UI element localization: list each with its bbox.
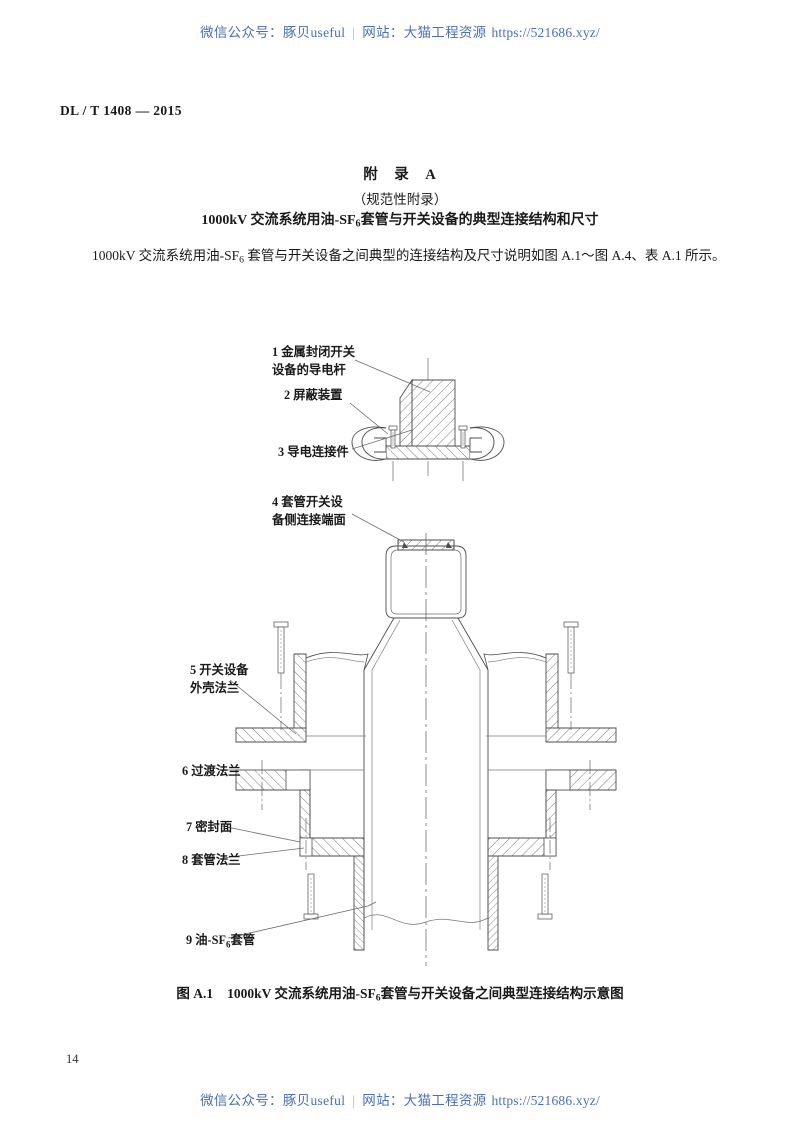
figure-callout-labels: 1 金属封闭开关 设备的导电杆 2 屏蔽装置 3 导电连接件 4 套管开关设 备… — [182, 344, 356, 950]
callout-4-line1: 4 套管开关设 — [272, 494, 343, 509]
annex-title: 1000kV 交流系统用油-SF6套管与开关设备的典型连接结构和尺寸 — [0, 209, 800, 230]
figure-a1: 1 金属封闭开关 设备的导电杆 2 屏蔽装置 3 导电连接件 4 套管开关设 备… — [0, 318, 800, 978]
bolt-upper-right — [563, 621, 579, 730]
callout-7-line1: 7 密封面 — [186, 819, 232, 834]
intro-part2: 套管与开关设备之间典型的连接结构及尺寸说明如图 A.1～图 A.4、表 A.1 … — [244, 248, 726, 263]
watermark-footer: 微信公众号：豚贝useful | 网站：大猫工程资源 https://521686.x… — [0, 1089, 800, 1109]
callout-5-line2: 外壳法兰 — [189, 680, 239, 695]
figure-caption-subscript: 6 — [375, 992, 381, 1004]
intro-subscript: 6 — [239, 254, 245, 266]
intro-part1: 1000kV 交流系统用油-SF — [92, 248, 240, 263]
callout-1-line2: 设备的导电杆 — [272, 362, 346, 377]
callout-2-line1: 2 屏蔽装置 — [284, 387, 342, 402]
bushing-assembly — [235, 533, 617, 966]
annex-title-part1: 1000kV 交流系统用油-SF — [201, 213, 356, 228]
watermark-header: 微信公众号：豚贝useful | 网站：大猫工程资源 https://521686.x… — [0, 21, 800, 41]
callout-9-subscript: 6 — [226, 940, 231, 950]
annex-kind: （规范性附录） — [352, 192, 448, 207]
annex-title-part2: 套管与开关设备的典型连接结构和尺寸 — [360, 213, 599, 228]
bolt-lower-right — [537, 873, 553, 920]
annex-label: 附 录 A — [363, 167, 437, 183]
detail-bolt-right — [458, 425, 468, 449]
watermark-url: https://521686.xyz/ — [491, 25, 600, 40]
callout-leaders-main — [221, 513, 405, 939]
callout-9: 9 油-SF6套管 — [186, 932, 255, 950]
callout-9-line2: 套管 — [229, 932, 255, 947]
figure-caption-part1: 1000kV 交流系统用油-SF — [227, 986, 376, 1001]
callout-3-line1: 3 导电连接件 — [278, 444, 349, 459]
bolt-lower-left — [303, 873, 319, 920]
watermark-url-footer: https://521686.xyz/ — [491, 1093, 600, 1108]
standard-number: DL / T 1408 — 2015 — [60, 103, 182, 118]
figure-drawing: 1 金属封闭开关 设备的导电杆 2 屏蔽装置 3 导电连接件 4 套管开关设 备… — [182, 344, 617, 966]
callout-1-line1: 1 金属封闭开关 — [272, 344, 356, 359]
callout-8-line1: 8 套管法兰 — [182, 852, 240, 867]
page-number: 14 — [66, 1052, 79, 1066]
watermark-wechat-label: 微信公众号：豚贝useful — [200, 25, 346, 40]
detail-conductor-assembly — [351, 358, 505, 481]
watermark-wechat-label-footer: 微信公众号：豚贝useful — [200, 1093, 346, 1108]
figure-caption: 图 A.1 1000kV 交流系统用油-SF6套管与开关设备之间典型连接结构示意图 — [0, 982, 800, 1003]
bolt-upper-left — [273, 621, 289, 730]
callout-4-line2: 备侧连接端面 — [271, 512, 346, 527]
intro-paragraph: 1000kV 交流系统用油-SF6 套管与开关设备之间典型的连接结构及尺寸说明如… — [64, 243, 736, 272]
callout-9-line1: 9 油-SF — [186, 932, 226, 947]
watermark-separator-footer: | — [352, 1093, 356, 1108]
watermark-separator: | — [352, 25, 356, 40]
callout-leaders-top — [349, 359, 431, 450]
callout-6-line1: 6 过渡法兰 — [182, 763, 240, 778]
figure-caption-number: 图 A.1 — [176, 986, 214, 1001]
figure-caption-part2: 套管与开关设备之间典型连接结构示意图 — [380, 986, 624, 1001]
callout-5-line1: 5 开关设备 — [190, 662, 249, 677]
annex-title-subscript: 6 — [355, 218, 361, 230]
detail-bolt-left — [388, 425, 398, 449]
watermark-site-label-footer: 网站：大猫工程资源 — [362, 1093, 487, 1108]
watermark-site-label: 网站：大猫工程资源 — [362, 25, 487, 40]
